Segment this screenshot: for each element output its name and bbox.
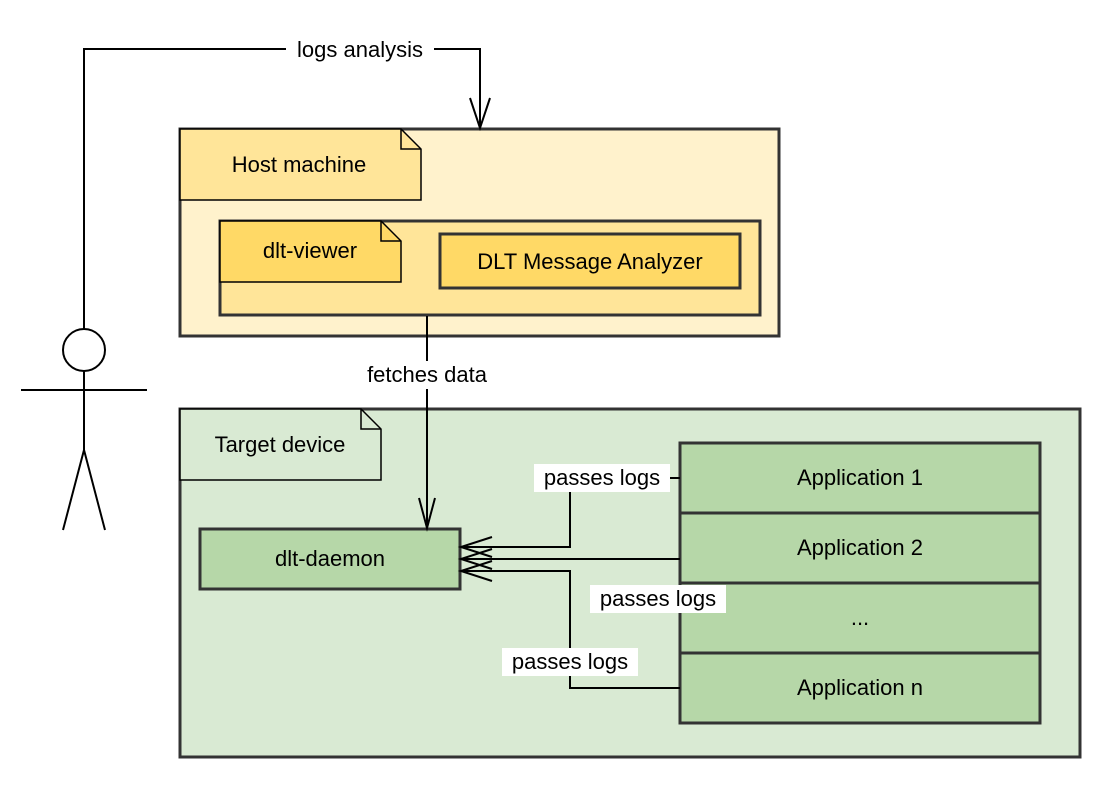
passes-logs-label-bg	[590, 585, 726, 613]
actor-legs	[62, 446, 106, 531]
application-label: Application n	[797, 675, 923, 700]
logs-analysis-label: logs analysis	[297, 37, 423, 62]
target-device-note-shape	[179, 408, 382, 481]
actor-figure	[21, 328, 147, 531]
applications-stack: Application 1 Application 2 ... Applicat…	[678, 441, 1042, 725]
host-machine-note-shape	[179, 128, 422, 201]
target-device-note-fold	[360, 409, 381, 430]
app1-arrowhead	[457, 536, 493, 558]
passes-logs-label-bg	[502, 648, 638, 676]
application-label: ...	[851, 605, 869, 630]
passes-logs-label-bg	[534, 464, 670, 492]
dlt-daemon-box	[198, 527, 462, 591]
dlt-message-analyzer-box	[438, 232, 742, 290]
application-box	[678, 651, 1042, 725]
app2-arrowhead	[457, 548, 493, 570]
dlt-viewer-title: dlt-viewer	[263, 238, 357, 263]
application-box	[678, 511, 1042, 585]
fetches-data-label-bg	[356, 361, 498, 389]
passes-logs-label-1: passes logs	[544, 465, 660, 490]
application-box	[678, 581, 1042, 655]
passes-logs-label-3: passes logs	[512, 649, 628, 674]
logs-analysis-label-bg	[286, 36, 434, 64]
logs-analysis-connector	[83, 48, 481, 329]
passes-logs-label-2: passes logs	[600, 586, 716, 611]
host-machine-note-fold	[400, 129, 421, 150]
appn-arrowhead	[457, 560, 493, 582]
actor-head	[62, 328, 106, 372]
appn-connector	[461, 570, 680, 689]
dlt-viewer-note-fold	[380, 221, 401, 242]
dlt-message-analyzer-label: DLT Message Analyzer	[477, 249, 702, 274]
application-box	[678, 441, 1042, 515]
passes-logs-connectors	[457, 477, 680, 689]
target-device-title: Target device	[215, 432, 346, 457]
host-machine-title: Host machine	[232, 152, 367, 177]
dlt-daemon-label: dlt-daemon	[275, 546, 385, 571]
fetches-data-arrowhead	[418, 497, 436, 532]
logs-analysis-arrowhead	[469, 97, 491, 132]
application-label: Application 1	[797, 465, 923, 490]
fetches-data-label: fetches data	[367, 362, 488, 387]
dlt-viewer-note-shape	[219, 220, 402, 283]
application-label: Application 2	[797, 535, 923, 560]
